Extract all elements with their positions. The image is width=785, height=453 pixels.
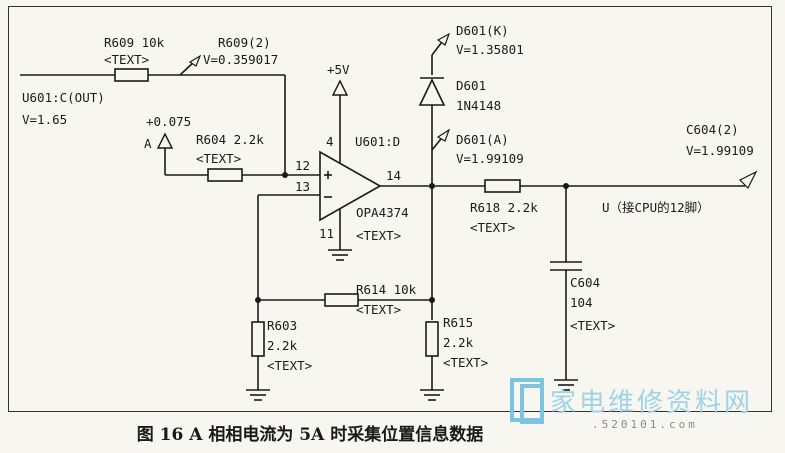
capacitor-c604 — [550, 261, 582, 271]
label-r615: R615 — [443, 315, 473, 330]
junctions — [255, 172, 569, 303]
label-r609-probe: R609(2) — [218, 35, 271, 50]
watermark-logo-icon — [510, 378, 544, 424]
label-r615-val: 2.2k — [443, 335, 474, 350]
label-r618-text: <TEXT> — [470, 220, 515, 235]
label-r609-text: <TEXT> — [104, 52, 149, 67]
watermark-text: 家电维修资料网 — [550, 388, 754, 418]
label-d601k-v: V=1.35801 — [456, 42, 524, 57]
label-vref-a: A — [144, 136, 152, 151]
diode-d601 — [418, 77, 446, 106]
label-d601: D601 — [456, 78, 486, 93]
label-r614-text: <TEXT> — [356, 302, 401, 317]
label-pin4: 4 — [326, 134, 334, 149]
ground-symbol — [328, 249, 352, 261]
label-c604-text: <TEXT> — [570, 318, 615, 333]
label-vref: +0.075 — [146, 114, 191, 129]
label-c604-val: 104 — [570, 295, 593, 310]
vref-symbol — [156, 132, 174, 149]
label-d601k: D601(K) — [456, 23, 509, 38]
ground-symbol — [554, 379, 578, 391]
label-d601a-v: V=1.99109 — [456, 151, 524, 166]
probe-arrow-d601k — [436, 32, 451, 46]
label-u601c-v: V=1.65 — [22, 112, 67, 127]
resistor-r603 — [251, 321, 265, 357]
figure-caption: 图 16 A 相相电流为 5A 时采集位置信息数据 — [136, 425, 484, 445]
label-opamp: OPA4374 — [356, 205, 409, 220]
label-opamp-text: <TEXT> — [356, 228, 401, 243]
label-d601-part: 1N4148 — [456, 98, 501, 113]
probe-arrow-r609 — [188, 54, 202, 67]
label-r604: R604 2.2k — [196, 132, 264, 147]
label-d601a: D601(A) — [456, 132, 509, 147]
label-r615-text: <TEXT> — [443, 355, 488, 370]
label-pin11: 11 — [319, 226, 334, 241]
label-r603: R603 — [267, 318, 297, 333]
label-r609: R609 10k — [104, 35, 165, 50]
label-r603-val: 2.2k — [267, 338, 298, 353]
label-u601d: U601:D — [355, 134, 400, 149]
label-r618: R618 2.2k — [470, 200, 538, 215]
watermark-url: .520101.com — [592, 418, 698, 431]
label-c604: C604 — [570, 275, 600, 290]
resistor-r615 — [425, 321, 439, 357]
label-pin12: 12 — [295, 158, 310, 173]
ground-symbol — [246, 389, 270, 401]
vcc-symbol — [331, 79, 349, 96]
probe-arrow-d601a — [436, 128, 451, 142]
probe-arrow-c604 — [738, 170, 758, 190]
resistor-r614 — [324, 293, 359, 307]
label-r609-probe-v: V=0.359017 — [203, 52, 278, 67]
label-c604-probe: C604(2) — [686, 122, 739, 137]
label-c604-probe-v: V=1.99109 — [686, 143, 754, 158]
ground-symbol — [420, 389, 444, 401]
label-u-cpu: U（接CPU的12脚） — [602, 200, 710, 215]
resistor-r604 — [207, 168, 243, 182]
opamp-symbol — [319, 150, 382, 222]
label-r603-text: <TEXT> — [267, 358, 312, 373]
label-u601c: U601:C(OUT) — [22, 90, 105, 105]
label-vcc: +5V — [327, 62, 350, 77]
label-pin13: 13 — [295, 179, 310, 194]
label-r604-text: <TEXT> — [196, 151, 241, 166]
resistor-r618 — [484, 179, 521, 193]
label-pin14: 14 — [386, 168, 401, 183]
label-r614: R614 10k — [356, 282, 417, 297]
schematic-frame — [8, 6, 772, 412]
resistor-r609 — [114, 68, 149, 82]
